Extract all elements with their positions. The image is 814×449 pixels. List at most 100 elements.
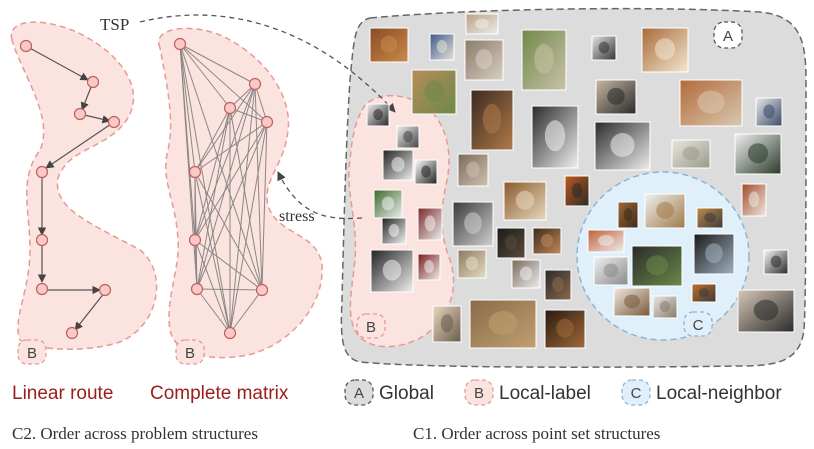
svg-text:B: B — [366, 319, 376, 336]
matrix-node — [223, 101, 237, 115]
matrix-edge — [179, 43, 231, 109]
svg-text:Local-label: Local-label — [499, 383, 591, 404]
svg-text:Local-neighbor: Local-neighbor — [656, 383, 782, 404]
badge-c: C — [683, 311, 713, 337]
dog-photo — [531, 105, 579, 169]
svg-text:A: A — [354, 385, 364, 402]
dog-photo — [417, 207, 443, 241]
dog-photo — [617, 201, 639, 229]
dog-photo — [652, 295, 678, 319]
dog-photo — [457, 249, 487, 279]
svg-text:C: C — [693, 317, 704, 334]
matrix-node — [260, 115, 274, 129]
legend-local-label: B Local-label — [464, 379, 591, 406]
matrix-edge — [229, 107, 263, 291]
svg-text:B: B — [185, 345, 195, 362]
dog-photo — [631, 245, 683, 287]
badge-a: A — [713, 21, 743, 49]
matrix-edge — [194, 239, 198, 290]
legend-linear-route: Linear route — [12, 383, 113, 404]
dog-photo — [432, 305, 462, 343]
tsp-label: TSP — [100, 15, 129, 34]
dog-photo — [755, 97, 783, 127]
matrix-edge — [194, 121, 268, 173]
matrix-edge — [194, 121, 268, 241]
stress-arrow — [277, 171, 363, 220]
matrix-node — [248, 77, 262, 91]
caption-c2: C2. Order across problem structures — [12, 424, 258, 443]
dog-photo — [693, 233, 735, 275]
route-node — [35, 165, 49, 179]
dog-photo — [452, 201, 494, 247]
dog-photo — [417, 253, 441, 281]
dog-photo — [544, 269, 572, 301]
dog-photo — [382, 149, 414, 181]
matrix-edge — [179, 43, 198, 290]
legend-global: A Global — [344, 379, 434, 406]
region-b-linear — [10, 21, 158, 351]
dog-photo — [594, 121, 651, 171]
route-node — [73, 107, 87, 121]
dog-photo — [691, 283, 717, 303]
dog-photo — [496, 227, 526, 259]
svg-text:Global: Global — [379, 383, 434, 404]
dog-photo — [564, 175, 590, 207]
dog-photo — [369, 27, 409, 63]
dog-photo — [411, 69, 457, 115]
matrix-edge — [196, 121, 268, 290]
matrix-edge — [229, 121, 268, 334]
matrix-edge — [194, 239, 263, 291]
matrix-edge — [179, 43, 196, 173]
stress-label: stress — [279, 208, 315, 225]
svg-text:C: C — [631, 385, 642, 402]
dog-photo — [696, 207, 724, 229]
matrix-edge — [196, 288, 263, 291]
matrix-node — [188, 165, 202, 179]
dog-photo — [532, 227, 562, 255]
matrix-node — [188, 233, 202, 247]
complete-matrix-edges — [179, 43, 268, 334]
dog-photo — [469, 299, 537, 349]
matrix-edge — [194, 107, 231, 241]
dog-photo — [613, 287, 651, 317]
matrix-edge — [194, 107, 231, 173]
matrix-node — [173, 37, 187, 51]
badge-b-matrix: B — [175, 339, 205, 365]
dog-photo — [429, 33, 455, 61]
badge-b-local-label: B — [356, 313, 386, 339]
dog-photo — [641, 27, 689, 73]
legend-local-neighbor: C Local-neighbor — [621, 379, 782, 406]
matrix-node — [223, 326, 237, 340]
dog-photo — [381, 217, 407, 245]
dog-photo — [595, 79, 637, 115]
dog-photo — [734, 133, 782, 175]
matrix-edge — [254, 83, 268, 123]
matrix-edge — [196, 288, 231, 334]
matrix-node — [255, 283, 269, 297]
dog-photo — [587, 229, 625, 253]
matrix-edge — [229, 83, 256, 334]
dog-photo — [741, 183, 767, 217]
legend-complete-matrix: Complete matrix — [150, 383, 289, 404]
dog-photo — [465, 13, 499, 35]
complete-matrix-nodes — [173, 37, 274, 340]
route-node — [19, 39, 33, 53]
tsp-arrow — [139, 14, 396, 113]
dog-photo — [593, 256, 629, 286]
badge-b-linear: B — [17, 339, 47, 365]
dog-photo — [521, 29, 567, 91]
dog-photo — [470, 89, 514, 151]
dog-photo — [763, 249, 789, 275]
dog-photo — [737, 289, 795, 333]
dog-photo — [591, 35, 617, 61]
dog-photo — [396, 125, 420, 149]
matrix-node — [190, 282, 204, 296]
linear-route-nodes — [19, 39, 121, 340]
dog-photo — [503, 181, 547, 221]
dog-photo — [544, 309, 586, 349]
dog-photo — [370, 249, 414, 293]
matrix-edge — [179, 43, 256, 85]
matrix-edge — [229, 107, 268, 123]
dog-photo — [457, 153, 489, 187]
